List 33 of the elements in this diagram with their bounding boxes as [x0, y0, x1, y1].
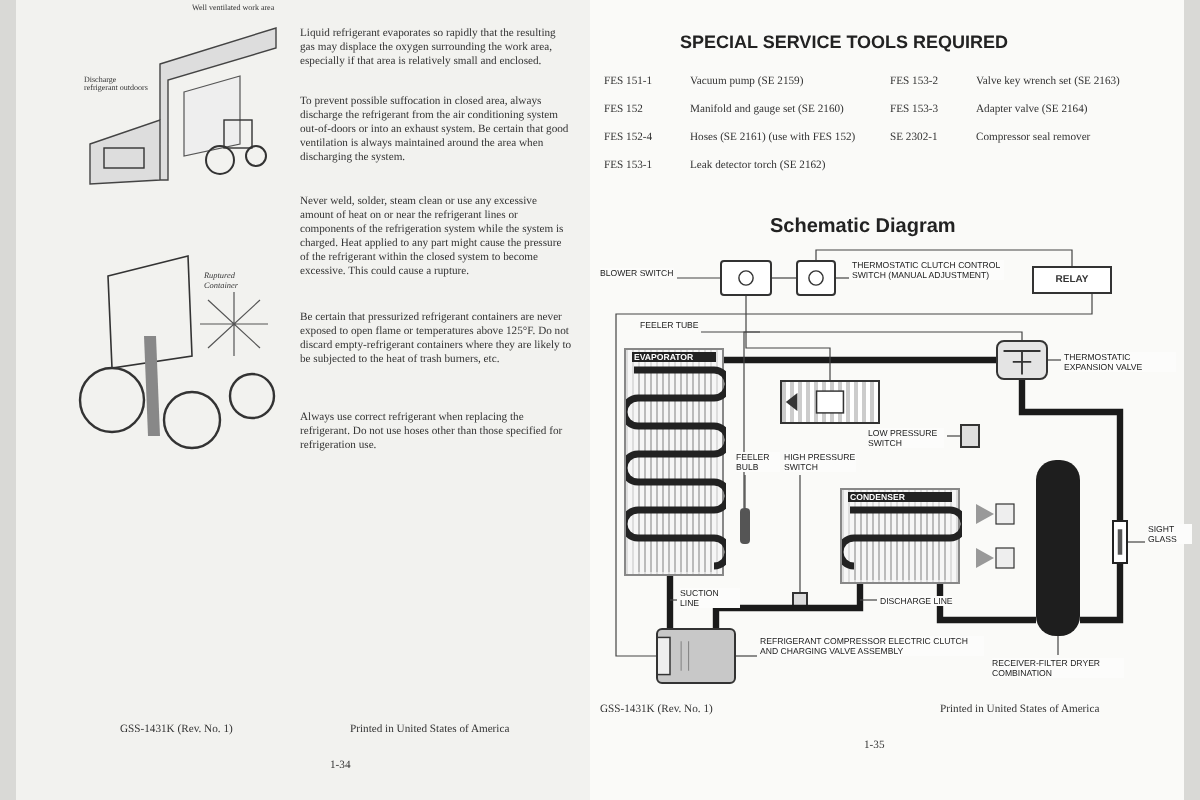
wire-line [743, 331, 1023, 509]
refrigerant-line [1080, 564, 1124, 624]
section-heading: SPECIAL SERVICE TOOLS REQUIRED [680, 32, 1009, 55]
refrigerant-line [1018, 380, 1124, 520]
refrigerant-line [936, 584, 1036, 624]
compressor-drawing [656, 628, 736, 684]
pressure-switch-symbol [960, 424, 980, 448]
leader-line [676, 277, 721, 279]
switch-symbol [796, 260, 836, 296]
refrigerant-line [666, 576, 674, 628]
leader-line [1057, 635, 1059, 656]
leader-line [799, 474, 801, 593]
wire-line [745, 295, 831, 381]
leader-line [744, 474, 746, 509]
wire-line [815, 249, 1073, 267]
receiver-dryer-tank [1036, 460, 1080, 636]
feeler-bulb-symbol [740, 508, 750, 544]
leader-line [835, 277, 850, 279]
sight-glass-symbol [1112, 520, 1128, 564]
leader-line [946, 435, 961, 437]
leader-line [1127, 541, 1146, 543]
blower-motor-drawing [780, 380, 880, 424]
expansion-valve-symbol [996, 340, 1048, 380]
refrigerant-line [712, 584, 864, 628]
diagram-title: Schematic Diagram [770, 216, 956, 238]
leader-line [700, 331, 761, 333]
wire-line [615, 293, 1093, 657]
leader-line [859, 599, 878, 601]
wire-line [771, 277, 797, 279]
switch-symbol [720, 260, 772, 296]
leader-line [1047, 359, 1062, 361]
leader-line [735, 655, 758, 657]
refrigerant-line [724, 356, 996, 364]
